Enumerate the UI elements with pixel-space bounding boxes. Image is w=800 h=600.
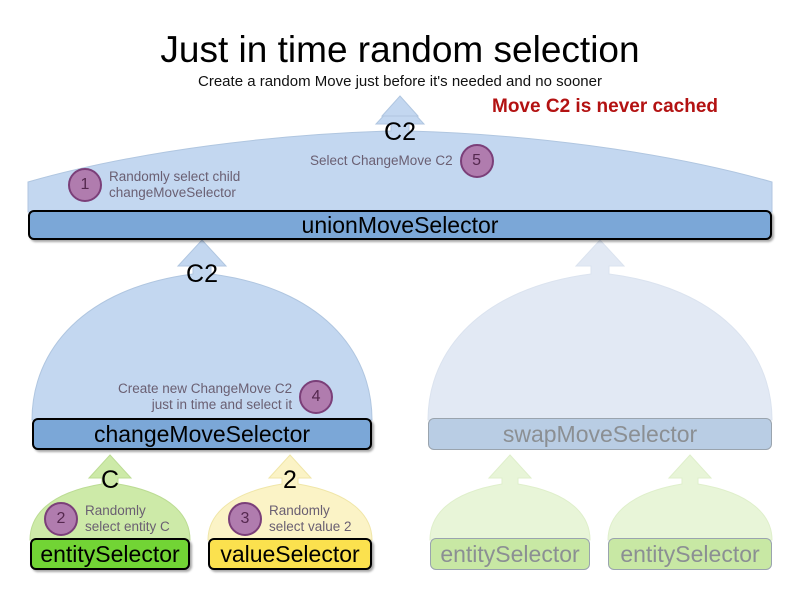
- node-entity-selector-c[interactable]: entitySelector: [30, 538, 190, 570]
- page-title: Just in time random selection: [160, 29, 640, 70]
- annotation-text-4: Create new ChangeMove C2 just in time an…: [118, 381, 293, 412]
- node-swap-move-selector[interactable]: swapMoveSelector: [428, 418, 772, 450]
- annotation-text-5: Select ChangeMove C2: [310, 153, 453, 168]
- flow-mark-value-out: 2: [283, 466, 297, 494]
- balloon-swap: [427, 239, 773, 421]
- annotation-3: 3 Randomly select value 2: [228, 502, 352, 536]
- annotation-badge-2: 2: [44, 502, 78, 536]
- annotation-badge-4: 4: [299, 380, 334, 414]
- annotation-text-1: Randomly select child changeMoveSelector: [109, 169, 241, 200]
- annotation-1: 1 Randomly select child changeMoveSelect…: [68, 168, 240, 202]
- flow-mark-union-out: C2: [384, 118, 416, 146]
- node-swap-entity-selector-2-label: entitySelector: [620, 541, 760, 567]
- warning-note: Move C2 is never cached: [492, 96, 718, 117]
- node-swap-entity-selector-2[interactable]: entitySelector: [608, 538, 772, 570]
- node-entity-selector-c-label: entitySelector: [40, 541, 180, 567]
- page-subtitle: Create a random Move just before it's ne…: [198, 73, 602, 90]
- node-value-selector-2-label: valueSelector: [220, 541, 360, 567]
- node-swap-entity-selector-1[interactable]: entitySelector: [430, 538, 590, 570]
- annotation-4: 4 Create new ChangeMove C2 just in time …: [118, 380, 334, 414]
- node-union-move-selector[interactable]: unionMoveSelector: [28, 210, 772, 240]
- annotation-2: 2 Randomly select entity C: [44, 502, 170, 536]
- node-change-move-selector-label: changeMoveSelector: [93, 421, 311, 447]
- node-union-move-selector-label: unionMoveSelector: [301, 212, 499, 238]
- balloon-swap-entity-2: [607, 454, 773, 541]
- annotation-text-3: Randomly select value 2: [269, 503, 352, 534]
- node-swap-move-selector-label: swapMoveSelector: [502, 421, 698, 447]
- flow-mark-change-out: C2: [186, 260, 218, 288]
- node-swap-entity-selector-1-label: entitySelector: [440, 541, 580, 567]
- balloon-swap-entity-1: [429, 454, 591, 541]
- node-value-selector-2[interactable]: valueSelector: [208, 538, 372, 570]
- annotation-badge-3: 3: [228, 502, 262, 536]
- flow-mark-entity-out: C: [100, 466, 120, 494]
- balloon-union-top-arrow: [380, 95, 420, 117]
- annotation-badge-1: 1: [68, 168, 102, 202]
- annotation-5: 5 Select ChangeMove C2: [310, 144, 494, 178]
- annotation-badge-5: 5: [459, 144, 494, 178]
- node-change-move-selector[interactable]: changeMoveSelector: [32, 418, 372, 450]
- annotation-text-2: Randomly select entity C: [85, 503, 170, 534]
